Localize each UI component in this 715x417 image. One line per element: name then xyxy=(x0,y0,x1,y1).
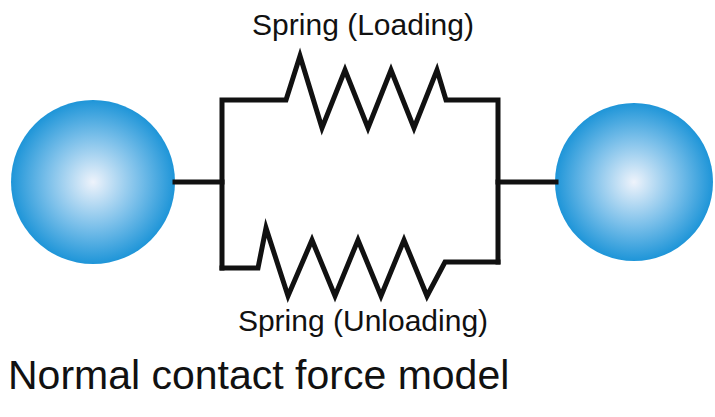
right-particle xyxy=(555,103,713,261)
right-rod xyxy=(498,180,556,185)
spring-label: Spring (Loading) xyxy=(252,8,474,43)
left-particle xyxy=(11,100,175,264)
spring-label: Spring (Unloading) xyxy=(238,304,488,339)
left-rod xyxy=(175,180,222,185)
caption-text: Normal contact force model xyxy=(8,352,509,399)
unloading-spring xyxy=(222,228,498,296)
